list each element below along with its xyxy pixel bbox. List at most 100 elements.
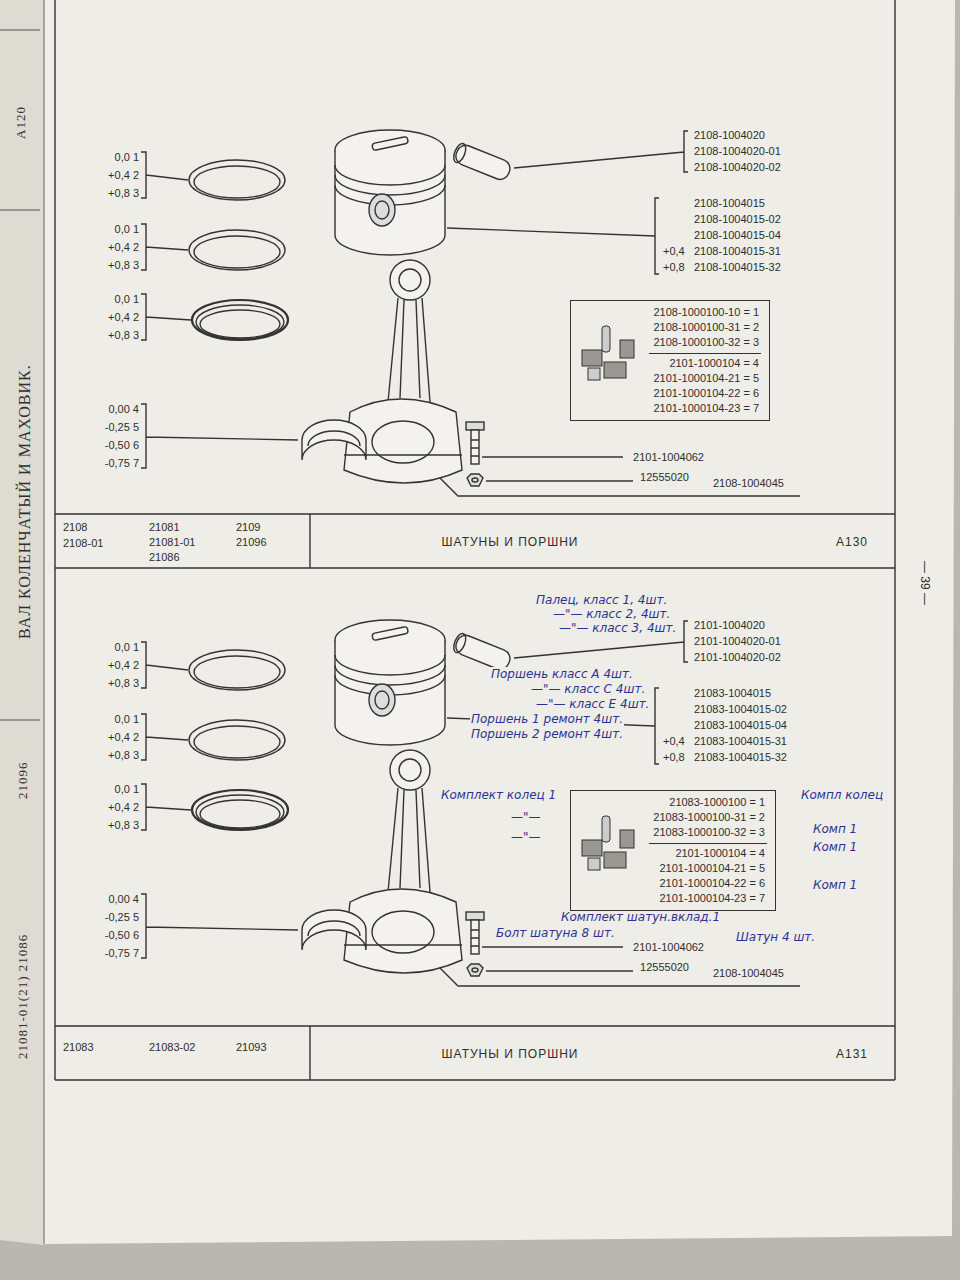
part-number: 21093	[235, 1040, 268, 1054]
part-number: 0,0 1	[114, 712, 140, 726]
handwritten-note: Комп 1	[812, 840, 858, 855]
kit-box: 21083-1000100 = 121083-1000100-31 = 2210…	[570, 790, 776, 911]
part-number: +0,8 3	[107, 328, 140, 342]
part-number: 21096	[235, 535, 268, 549]
part-number: 2108-1004015-31	[693, 244, 782, 258]
kit-part-number: 21083-1000100-32 = 3	[649, 825, 767, 840]
part-number: 0,0 1	[114, 292, 140, 306]
kit-part-number: 2108-1000100-32 = 3	[649, 335, 761, 350]
kit-part-number: 2101-1000104-22 = 6	[649, 876, 767, 891]
handwritten-note: Комп 1	[812, 822, 858, 837]
handwritten-note: —"— класс 3, 4шт.	[558, 621, 677, 636]
part-number: +0,4 2	[107, 168, 140, 182]
kit-part-number: 2101-1000104-23 = 7	[649, 401, 761, 416]
part-number: 21086	[148, 550, 181, 564]
kit-part-number: 2101-1000104 = 4	[649, 843, 767, 861]
handwritten-note: Комп 1	[812, 878, 858, 893]
part-number: 2108-1004045	[712, 966, 785, 980]
part-number: -0,75 7	[104, 456, 140, 470]
part-number: 21083-02	[148, 1040, 197, 1054]
handwritten-note: Палец, класс 1, 4шт.	[535, 593, 668, 608]
margin-text: 21096	[16, 761, 30, 801]
handwritten-note: Болт шатуна 8 шт.	[495, 926, 616, 941]
part-number: 2109	[235, 520, 261, 534]
part-number: +0,4	[662, 734, 686, 748]
part-number: 2108-1004020-01	[693, 144, 782, 158]
handwritten-note: —"—	[510, 830, 542, 845]
part-number: +0,4 2	[107, 800, 140, 814]
part-number: 21081-01	[148, 535, 197, 549]
part-number: 2101-1004062	[632, 450, 705, 464]
part-number: +0,8	[662, 260, 686, 274]
part-number: 2101-1004020	[693, 618, 766, 632]
handwritten-note: Поршень класс А 4шт.	[490, 667, 634, 682]
handwritten-note: —"— класс С 4шт.	[530, 682, 646, 697]
part-number: 2108-1004015	[693, 196, 766, 210]
kit-part-number: 2108-1000100-31 = 2	[649, 320, 761, 335]
page-number: — 39 —	[918, 560, 932, 606]
margin-heading: ВАЛ КОЛЕНЧАТЫЙ И МАХОВИК.	[16, 363, 34, 640]
part-number: 12555020	[639, 470, 690, 484]
part-number: 0,0 1	[114, 150, 140, 164]
handwritten-note: Комплект шатун.вклад.1	[560, 910, 721, 925]
part-number: +0,8 3	[107, 748, 140, 762]
part-number: +0,4	[662, 244, 686, 258]
handwritten-note: —"— класс Е 4шт.	[535, 697, 650, 712]
part-number: +0,4 2	[107, 310, 140, 324]
part-number: -0,75 7	[104, 946, 140, 960]
kit-part-number: 2101-1000104-23 = 7	[649, 891, 767, 906]
part-number: -0,50 6	[104, 928, 140, 942]
part-number: 0,0 1	[114, 640, 140, 654]
part-number: 21083-1004015-04	[693, 718, 788, 732]
part-number: 2108-1004045	[712, 476, 785, 490]
part-number: +0,8 3	[107, 818, 140, 832]
part-number: 21083-1004015-32	[693, 750, 788, 764]
footer-title: ШАТУНЫ И ПОРШНИ	[441, 535, 580, 549]
kit-part-number: 21083-1000100-31 = 2	[649, 810, 767, 825]
part-number: +0,4 2	[107, 658, 140, 672]
handwritten-note: Поршень 1 ремонт 4шт.	[470, 712, 624, 727]
part-number: 2108-1004020	[693, 128, 766, 142]
kit-part-number: 2101-1000104-21 = 5	[649, 371, 761, 386]
part-number: 2108-1004015-32	[693, 260, 782, 274]
part-number: 2108	[62, 520, 88, 534]
kit-part-number: 2108-1000100-10 = 1	[649, 305, 761, 320]
handwritten-note: Комплект колец 1	[440, 788, 557, 803]
part-number: +0,8 3	[107, 186, 140, 200]
handwritten-note: —"—	[510, 810, 542, 825]
margin-text: 21081-01(21) 21086	[16, 933, 30, 1060]
part-number: +0,8 3	[107, 676, 140, 690]
footer-title: ШАТУНЫ И ПОРШНИ	[441, 1047, 580, 1061]
part-number: 21083	[62, 1040, 95, 1054]
kit-part-number: 2101-1000104 = 4	[649, 353, 761, 371]
kit-part-number: 2101-1000104-22 = 6	[649, 386, 761, 401]
part-number: -0,25 5	[104, 420, 140, 434]
handwritten-note: Компл колец	[800, 788, 884, 803]
handwritten-note: Шатун 4 шт.	[735, 930, 816, 945]
part-number: 12555020	[639, 960, 690, 974]
margin-text: А120	[14, 105, 28, 140]
part-number: -0,25 5	[104, 910, 140, 924]
part-number: 2101-1004020-02	[693, 650, 782, 664]
part-number: +0,8 3	[107, 258, 140, 272]
part-number: 21083-1004015	[693, 686, 772, 700]
handwritten-note: Поршень 2 ремонт 4шт.	[470, 727, 624, 742]
part-number: +0,8	[662, 750, 686, 764]
part-number: 0,0 1	[114, 782, 140, 796]
part-number: 21083-1004015-31	[693, 734, 788, 748]
part-number: 0,00 4	[107, 402, 140, 416]
part-number: 0,00 4	[107, 892, 140, 906]
part-number: +0,4 2	[107, 240, 140, 254]
part-number: -0,50 6	[104, 438, 140, 452]
kit-part-number: 21083-1000100 = 1	[649, 795, 767, 810]
kit-box: 2108-1000100-10 = 12108-1000100-31 = 221…	[570, 300, 770, 421]
part-number: 2108-1004020-02	[693, 160, 782, 174]
part-number: 21081	[148, 520, 181, 534]
part-number: 2101-1004020-01	[693, 634, 782, 648]
part-number: 0,0 1	[114, 222, 140, 236]
part-number: 2108-1004015-02	[693, 212, 782, 226]
part-number: 2101-1004062	[632, 940, 705, 954]
part-number: 21083-1004015-02	[693, 702, 788, 716]
footer-title: А131	[835, 1047, 869, 1061]
